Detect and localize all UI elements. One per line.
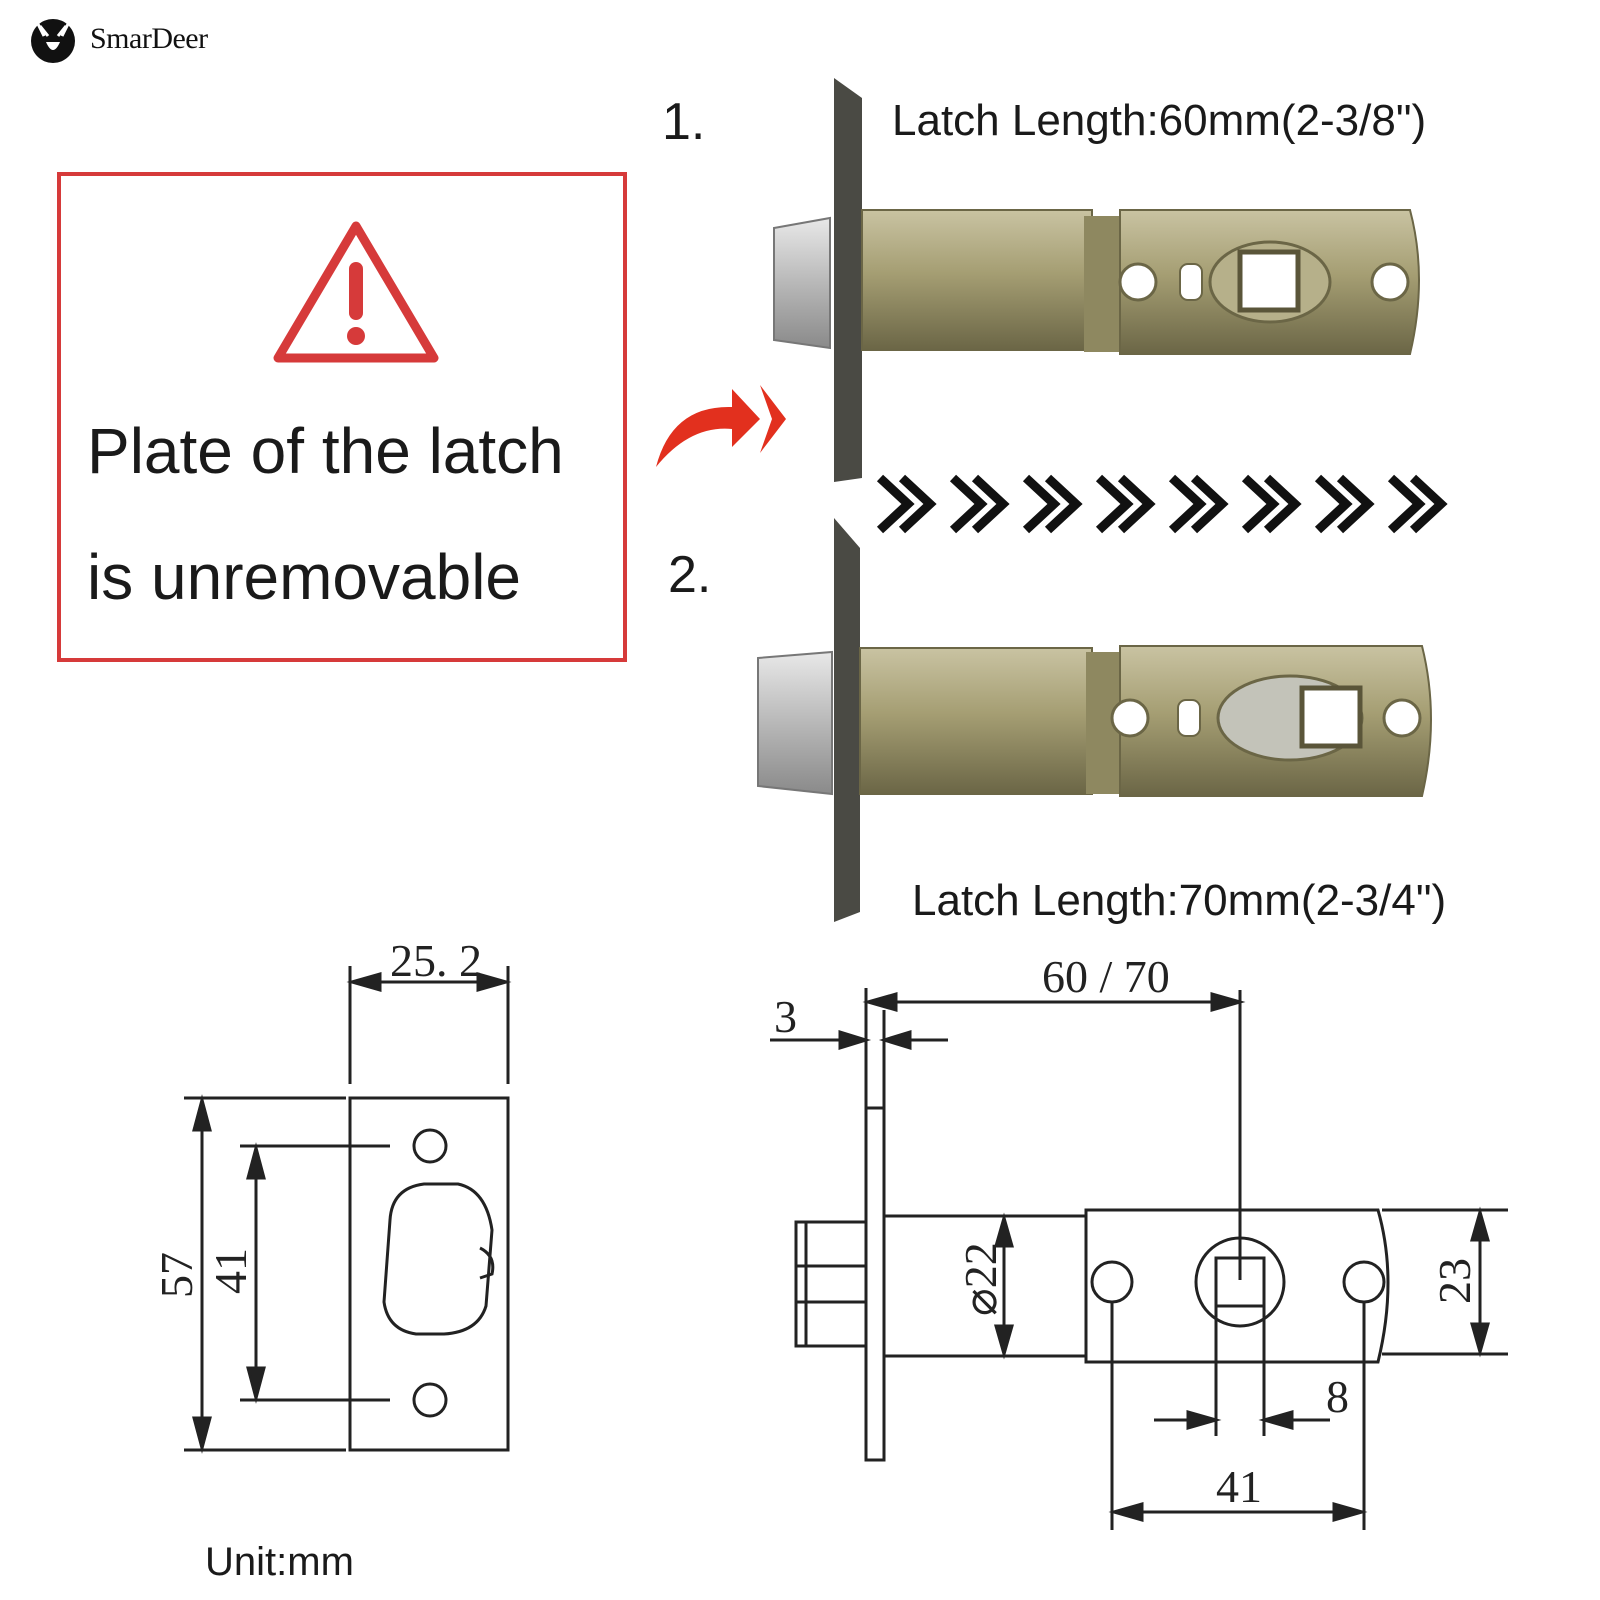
latch-image-60mm [773,78,1420,482]
front-plate-drawing: 25. 2 57 41 [151,935,512,1454]
double-chevron-right-icon [1387,474,1448,534]
side-latch-drawing: 3 60 / 70 ⌀22 23 8 41 [770,951,1508,1530]
step-1-latch-length: Latch Length:60mm(2-3/8") [892,96,1427,145]
double-chevron-right-icon [1022,474,1083,534]
double-chevron-right-icon [949,474,1010,534]
dim-plate-thickness-label: 3 [774,991,797,1042]
dim-height-label: 57 [151,1252,202,1298]
dim-diameter-label: ⌀22 [955,1242,1006,1316]
dim-height-label: 23 [1429,1258,1480,1304]
chevron-arrows-row [876,474,1448,534]
curved-red-arrow-icon [656,385,786,467]
double-chevron-right-icon [1168,474,1229,534]
brand-name: SmarDeer [90,22,208,55]
warning-line-2: is unremovable [87,541,521,613]
step-2-latch-length: Latch Length:70mm(2-3/4") [912,876,1447,925]
deer-head-icon [31,19,75,63]
warning-box: Plate of the latch is unremovable [57,172,627,662]
double-chevron-right-icon [1095,474,1156,534]
warning-line-1: Plate of the latch [87,415,564,487]
dim-hole-spacing-label: 41 [1216,1461,1262,1512]
double-chevron-right-icon [1241,474,1302,534]
dim-width-label: 25. 2 [390,935,482,986]
double-chevron-right-icon [876,474,937,534]
step-1-number: 1. [662,93,706,151]
brand-logo: SmarDeer [24,14,208,64]
dim-hole-spacing-label: 41 [205,1248,256,1294]
dim-square-label: 8 [1326,1371,1349,1422]
unit-label: Unit:mm [205,1540,354,1584]
step-2-number: 2. [668,546,712,604]
warning-triangle-icon [273,221,439,363]
latch-image-70mm [757,518,1432,922]
dim-latch-length-label: 60 / 70 [1042,951,1170,1002]
double-chevron-right-icon [1314,474,1375,534]
